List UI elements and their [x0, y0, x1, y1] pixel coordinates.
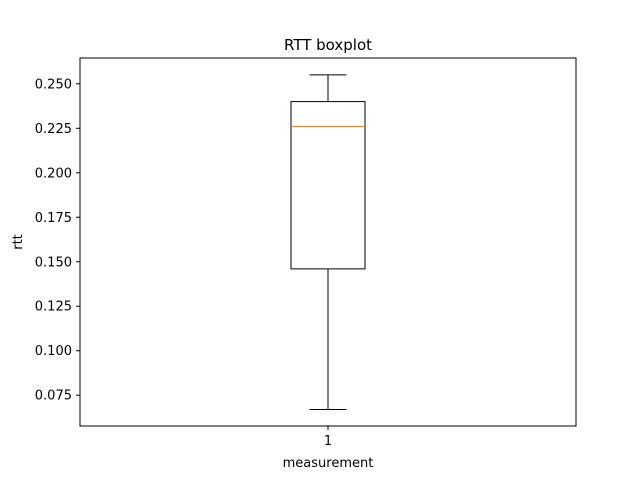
y-tick-label: 0.125: [35, 300, 72, 315]
y-tick-label: 0.225: [35, 122, 72, 137]
iqr-box: [290, 101, 366, 270]
y-tick-label: 0.200: [35, 166, 72, 181]
plot-area: 0.075 0.100 0.125 0.150 0.175 0.200 0.225 0.250…: [35, 57, 577, 449]
x-axis-label: measurement: [283, 456, 374, 471]
y-tick-label: 0.100: [35, 344, 72, 359]
y-tick-label: 0.150: [35, 255, 72, 270]
chart-title: RTT boxplot: [284, 36, 372, 54]
y-tick-label: 0.175: [35, 211, 72, 226]
x-tick-label: 1: [324, 434, 332, 449]
y-tick-label: 0.075: [35, 389, 72, 404]
y-axis-label: rtt: [11, 234, 26, 250]
y-tick-label: 0.250: [35, 77, 72, 92]
